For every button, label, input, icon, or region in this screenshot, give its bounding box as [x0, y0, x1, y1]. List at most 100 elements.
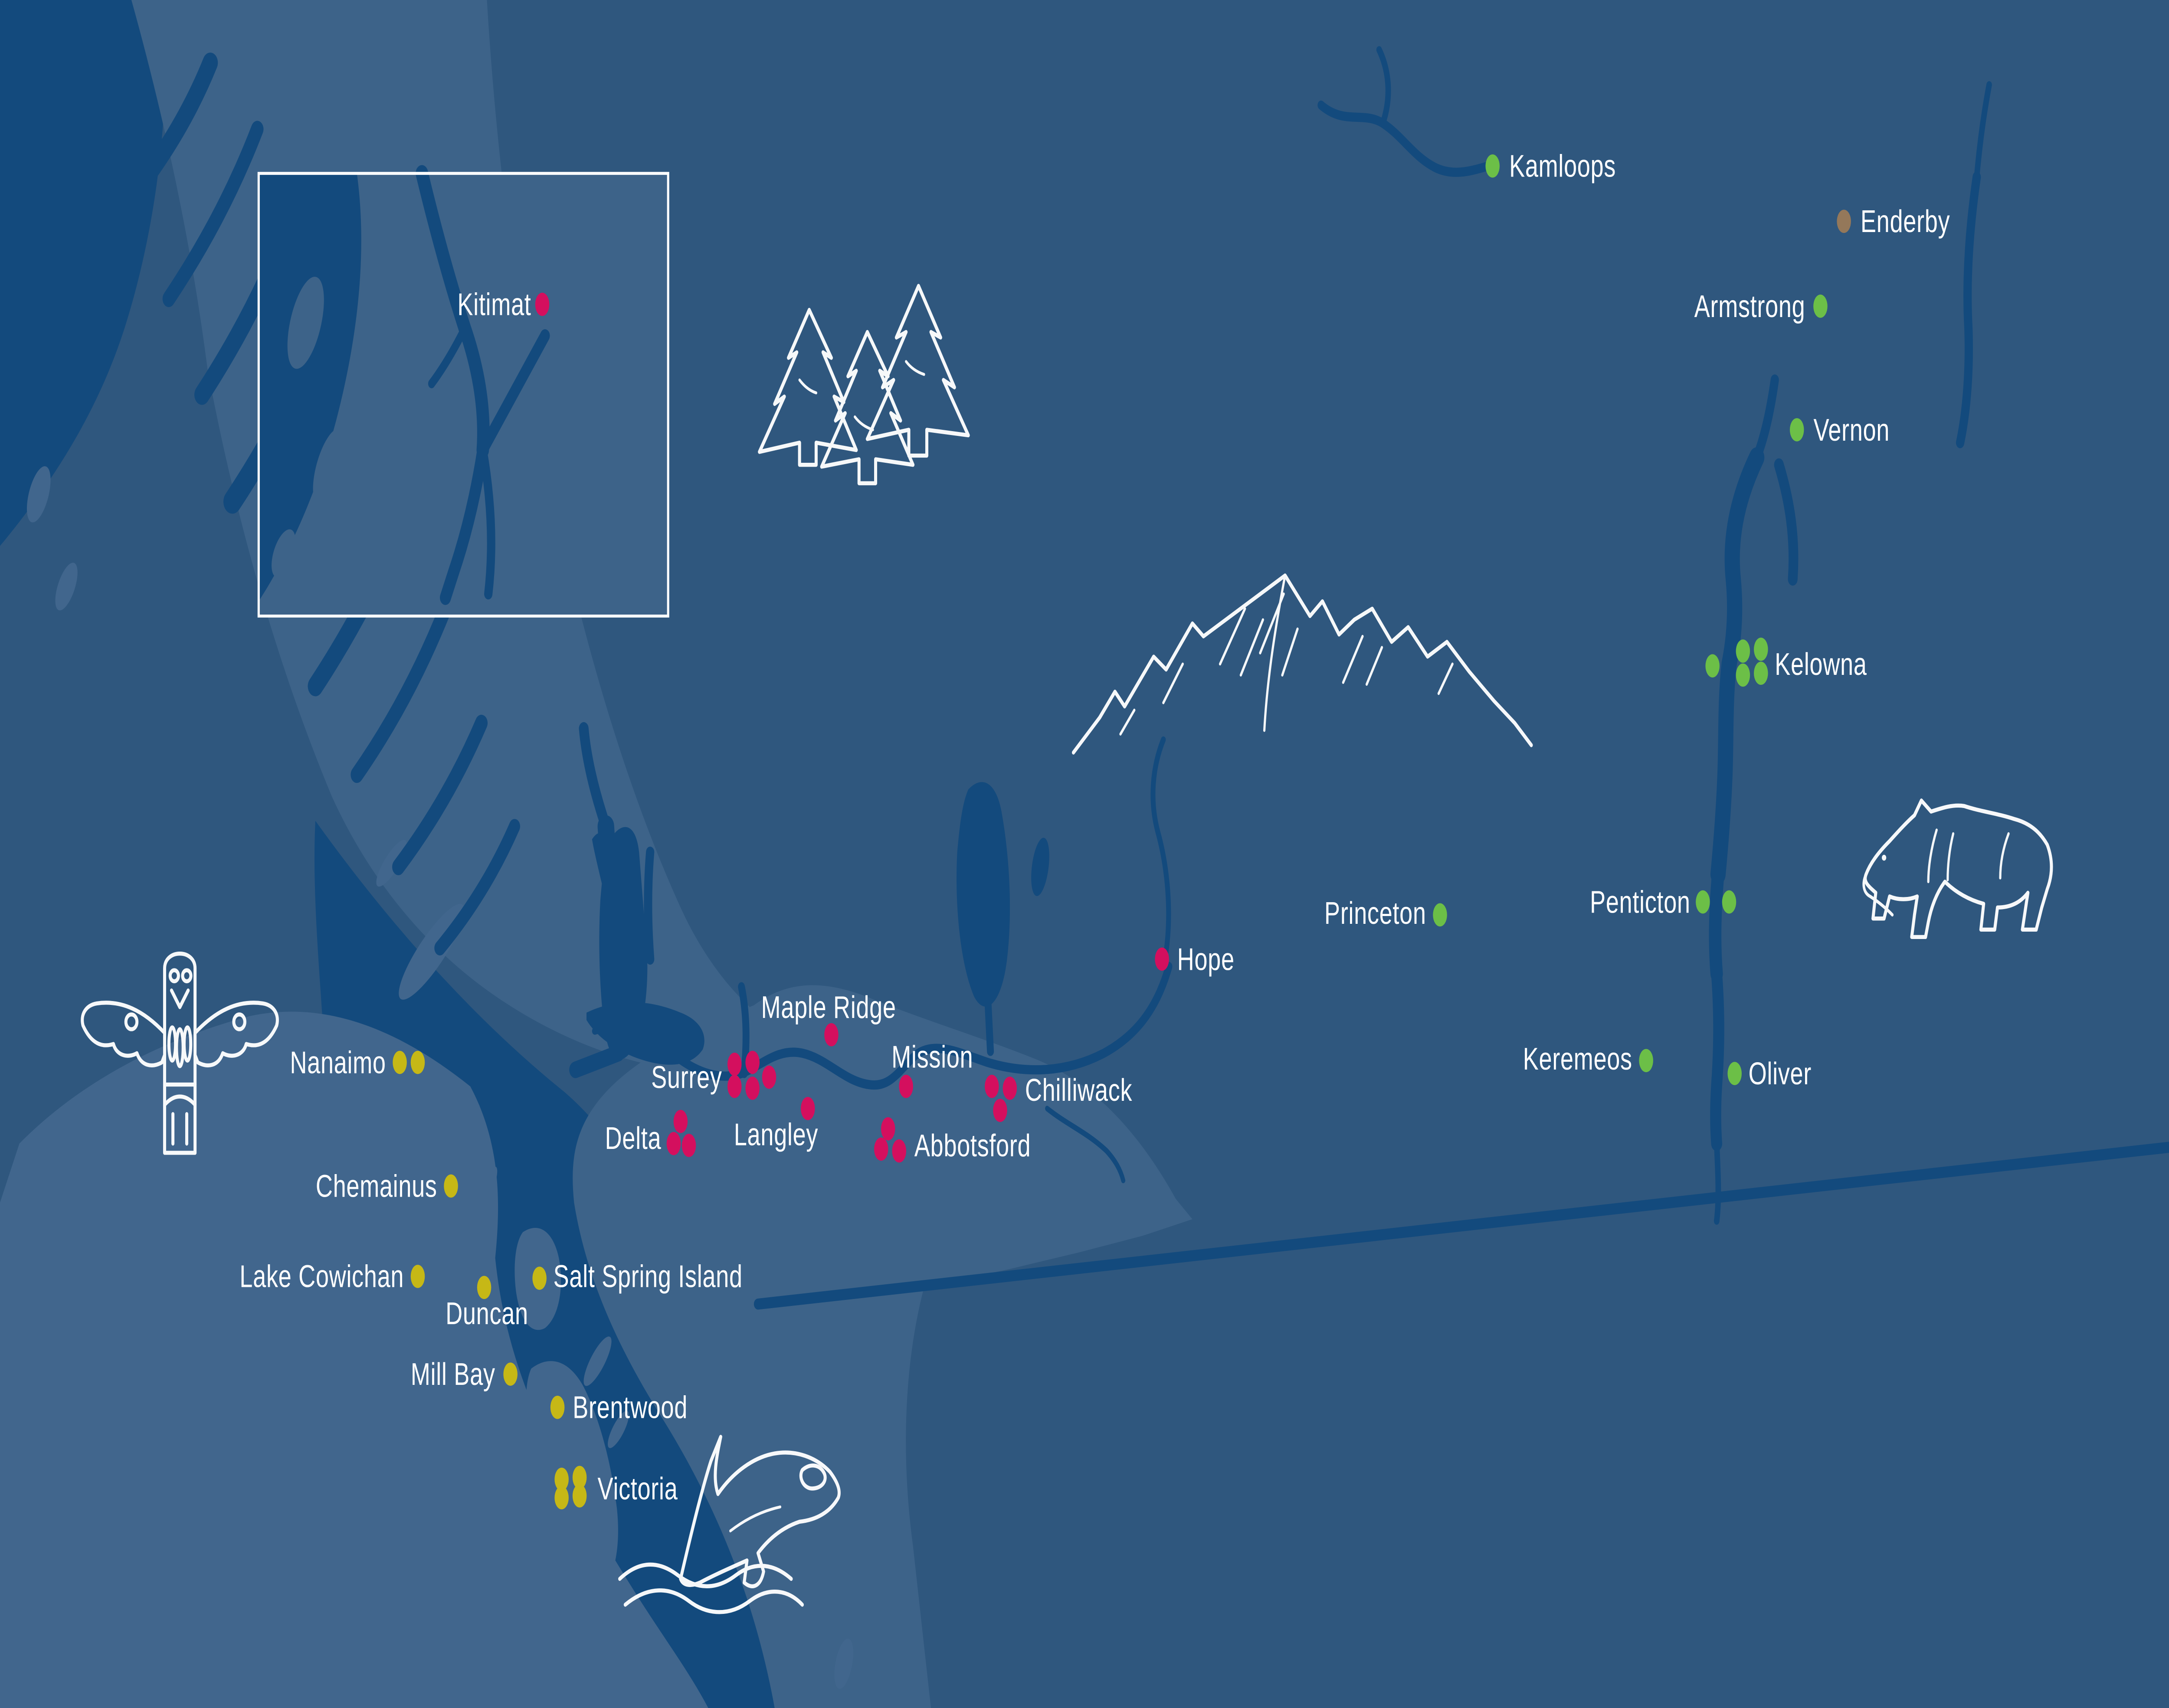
- city-dot: [532, 1266, 547, 1290]
- city-label: Salt Spring Island: [554, 1259, 743, 1294]
- city-marker-brentwood[interactable]: Brentwood: [550, 1390, 688, 1425]
- city-dot: [410, 1050, 425, 1074]
- skaha-lake: [1710, 966, 1724, 1151]
- city-label: Kamloops: [1509, 148, 1616, 183]
- city-dot: [410, 1265, 425, 1288]
- city-label: Penticton: [1590, 884, 1691, 919]
- bear-icon: [1862, 798, 2053, 939]
- city-dot: [1789, 418, 1804, 442]
- city-dot: [572, 1484, 587, 1508]
- city-marker-princeton[interactable]: Princeton: [1324, 895, 1447, 931]
- city-marker-enderby[interactable]: Enderby: [1837, 204, 1950, 239]
- city-marker-maple-ridge[interactable]: Maple Ridge: [761, 989, 896, 1047]
- city-dot: [1003, 1076, 1017, 1100]
- city-marker-penticton[interactable]: Penticton: [1590, 884, 1737, 919]
- city-label: Hope: [1177, 942, 1235, 977]
- kalamalka-lake: [1774, 458, 1799, 586]
- city-dot: [745, 1076, 760, 1100]
- city-dot: [550, 1396, 565, 1419]
- city-marker-kelowna[interactable]: Kelowna: [1705, 638, 1867, 687]
- city-marker-duncan[interactable]: Duncan: [446, 1276, 528, 1331]
- burrard-inlet: [586, 1002, 704, 1065]
- city-marker-armstrong[interactable]: Armstrong: [1694, 288, 1828, 324]
- city-dot: [1696, 890, 1710, 914]
- city-dot: [874, 1137, 888, 1161]
- city-marker-lake-cowichan[interactable]: Lake Cowichan: [239, 1259, 425, 1294]
- inset-box: [257, 172, 669, 618]
- city-dot: [892, 1139, 906, 1163]
- harrison-lake: [957, 782, 1010, 1007]
- city-dot: [444, 1174, 458, 1198]
- city-dot: [666, 1132, 681, 1155]
- city-dot: [824, 1023, 839, 1047]
- city-dot: [1639, 1049, 1653, 1073]
- city-dot: [1837, 209, 1851, 233]
- city-dot: [745, 1050, 760, 1074]
- city-marker-hope[interactable]: Hope: [1155, 942, 1234, 977]
- city-dot: [1485, 154, 1500, 178]
- city-marker-victoria[interactable]: Victoria: [554, 1466, 678, 1509]
- pacific-ocean-northwest: [0, 0, 166, 546]
- city-dot: [1754, 638, 1768, 661]
- city-dot: [393, 1050, 407, 1074]
- city-dot: [554, 1467, 569, 1491]
- city-label: Maple Ridge: [761, 989, 896, 1024]
- city-label: Oliver: [1749, 1056, 1812, 1091]
- city-label: Kelowna: [1775, 646, 1867, 681]
- city-dot: [1705, 654, 1720, 678]
- stave-river: [738, 982, 750, 1078]
- city-marker-kamloops[interactable]: Kamloops: [1485, 148, 1616, 183]
- city-label: Surrey: [651, 1060, 722, 1095]
- city-dot: [1813, 294, 1828, 318]
- city-dot: [727, 1075, 742, 1098]
- city-dot: [762, 1065, 777, 1089]
- city-marker-mission[interactable]: Mission: [891, 1039, 973, 1098]
- city-marker-vernon[interactable]: Vernon: [1789, 412, 1890, 448]
- city-label: Lake Cowichan: [239, 1259, 404, 1294]
- city-label: Mission: [891, 1039, 973, 1074]
- city-dot: [1736, 639, 1750, 663]
- city-dot: [800, 1097, 815, 1120]
- city-marker-langley[interactable]: Langley: [734, 1097, 818, 1152]
- city-label: Chilliwack: [1025, 1073, 1133, 1108]
- city-label: Kitimat: [457, 287, 531, 322]
- city-dot: [1736, 663, 1750, 687]
- city-dot: [477, 1276, 491, 1299]
- city-label: Nanaimo: [290, 1045, 386, 1080]
- city-dot: [993, 1099, 1007, 1122]
- kitimat-inset: [257, 165, 669, 618]
- fraser-river: [577, 962, 1173, 1090]
- city-label: Keremeos: [1523, 1041, 1632, 1076]
- city-dot: [1754, 661, 1768, 685]
- city-marker-kitimat[interactable]: Kitimat: [457, 287, 550, 322]
- city-label: Mill Bay: [411, 1357, 495, 1392]
- pitt-lake: [599, 827, 648, 1060]
- city-dot: [1155, 947, 1169, 971]
- vancouver-island-landmass: [0, 1011, 708, 1708]
- city-marker-nanaimo[interactable]: Nanaimo: [290, 1045, 425, 1080]
- city-dot: [1433, 903, 1447, 927]
- city-dot: [727, 1053, 742, 1076]
- evergreen-trees-icon: [758, 284, 970, 485]
- city-dot: [572, 1466, 587, 1489]
- city-dot: [503, 1362, 518, 1386]
- city-marker-abbotsford[interactable]: Abbotsford: [874, 1117, 1031, 1163]
- city-marker-salt-spring-island[interactable]: Salt Spring Island: [532, 1259, 742, 1294]
- mountain-range-icon: [1071, 573, 1533, 755]
- city-marker-chilliwack[interactable]: Chilliwack: [985, 1073, 1132, 1122]
- city-marker-delta[interactable]: Delta: [605, 1109, 696, 1157]
- orca-icon: [618, 1435, 841, 1614]
- city-dot: [899, 1075, 913, 1098]
- city-dot: [985, 1075, 999, 1098]
- city-marker-chemainus[interactable]: Chemainus: [316, 1168, 458, 1204]
- city-dot: [535, 292, 550, 316]
- city-dot: [1727, 1062, 1742, 1085]
- city-marker-surrey[interactable]: Surrey: [651, 1050, 777, 1100]
- city-marker-mill-bay[interactable]: Mill Bay: [411, 1357, 518, 1392]
- city-marker-keremeos[interactable]: Keremeos: [1523, 1041, 1653, 1076]
- totem-pole-icon: [81, 951, 279, 1155]
- city-marker-oliver[interactable]: Oliver: [1727, 1056, 1811, 1091]
- city-dot: [554, 1486, 569, 1509]
- city-label: Enderby: [1861, 204, 1950, 239]
